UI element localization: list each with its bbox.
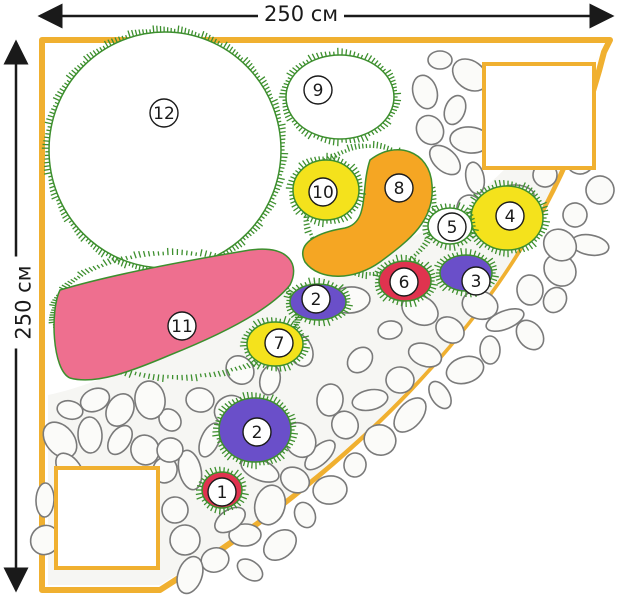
plant-number: 3: [471, 272, 482, 292]
plant-number: 5: [447, 218, 458, 238]
plant-shape: [48, 31, 282, 269]
plant-8: 8: [300, 140, 440, 280]
plant-number-badge: [303, 75, 333, 105]
stone: [485, 307, 525, 333]
stone: [156, 437, 184, 463]
stone: [262, 529, 298, 561]
plant-number-badge: [167, 311, 197, 341]
stone: [445, 355, 485, 385]
stone: [543, 253, 577, 287]
stone: [377, 320, 403, 340]
paving-slab-top: [482, 62, 596, 170]
plant-1: 1: [195, 466, 249, 516]
stone: [177, 449, 203, 491]
stone: [161, 496, 189, 524]
plant-10: 10: [285, 152, 367, 228]
plant-7: 7: [239, 316, 310, 372]
plant-number: 9: [313, 81, 324, 101]
stone: [107, 424, 133, 456]
plant-grass-fringe: [195, 466, 249, 516]
stone: [351, 388, 389, 412]
plant-9: 9: [278, 47, 402, 147]
plant-5: 5: [422, 202, 479, 251]
stone: [77, 416, 103, 454]
stone: [385, 366, 415, 394]
plant-number-badge: [495, 201, 525, 231]
stone: [585, 175, 615, 205]
stone: [516, 274, 544, 306]
stone: [464, 161, 486, 195]
stone: [105, 393, 135, 427]
plant-number-badge: [461, 266, 491, 296]
stone: [176, 555, 204, 595]
plant-number: 8: [394, 179, 405, 199]
plant-12: 12: [41, 25, 289, 275]
stone: [427, 50, 453, 70]
plant-6: 6: [372, 254, 438, 308]
plant-number: 6: [399, 273, 410, 293]
stone: [479, 335, 501, 365]
plant-number-badge: [308, 177, 338, 207]
width-label: 250 см: [258, 4, 345, 25]
plant-number-badge: [389, 267, 419, 297]
stone: [169, 524, 201, 556]
stone: [279, 466, 311, 494]
plant-number-badge: [384, 173, 414, 203]
stone: [407, 342, 443, 368]
plant-grass-fringe: [372, 254, 438, 308]
stone: [542, 286, 568, 314]
stone: [346, 346, 374, 374]
plant-number: 2: [252, 423, 263, 443]
stone: [134, 380, 166, 420]
stone: [293, 501, 317, 529]
stone: [236, 558, 264, 582]
stone: [415, 114, 445, 146]
stone: [56, 399, 84, 421]
plant-number-badge: [437, 212, 467, 242]
stone: [363, 424, 397, 456]
stone: [428, 380, 452, 410]
stone: [316, 383, 344, 417]
plant-2: 2: [283, 277, 353, 327]
stone: [443, 94, 467, 126]
height-label: 250 см: [12, 256, 36, 349]
plant-number: 7: [274, 334, 285, 354]
plant-number: 4: [505, 207, 516, 227]
stone: [312, 475, 348, 505]
plant-number: 2: [311, 290, 322, 310]
stone: [35, 482, 55, 518]
plant-number: 10: [312, 183, 334, 203]
plant-number: 11: [171, 317, 193, 337]
stone: [515, 319, 545, 351]
plant-number-badge: [207, 477, 237, 507]
stone: [428, 144, 462, 176]
plant-3: 3: [434, 248, 499, 298]
plant-grass-fringe: [239, 316, 310, 372]
stone: [393, 397, 427, 433]
stone: [562, 202, 588, 228]
plant-number: 1: [217, 483, 228, 503]
plant-4: 4: [464, 179, 551, 258]
plant-number-badge: [149, 98, 179, 128]
plant-2: 2: [212, 391, 299, 470]
paving-slab-bottom: [54, 466, 160, 570]
stone: [253, 484, 287, 526]
stone: [42, 421, 78, 459]
stone: [228, 523, 262, 547]
stone: [343, 452, 367, 478]
stone: [185, 387, 215, 413]
stone: [542, 228, 578, 262]
plant-shape: [285, 54, 395, 140]
stone: [435, 316, 465, 344]
plant-number-badge: [301, 284, 331, 314]
plant-number-badge: [242, 417, 272, 447]
plant-number-badge: [264, 328, 294, 358]
stone: [411, 74, 439, 110]
plant-number: 12: [153, 104, 175, 124]
